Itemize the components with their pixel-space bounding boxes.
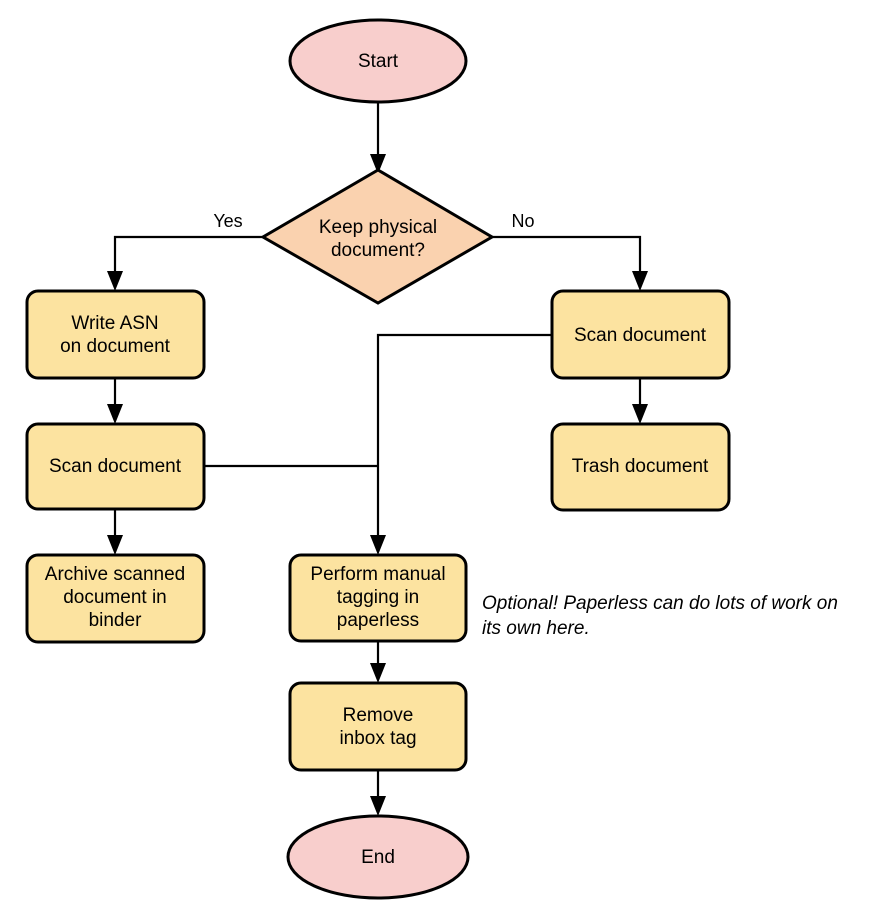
arrowhead-icon (107, 535, 123, 555)
arrowhead-icon (632, 404, 648, 424)
node-remove-inbox-tag-shape[interactable] (288, 681, 468, 772)
annotation-line1: Optional! Paperless can do lots of work … (482, 593, 838, 614)
annotation-line2: its own here. (482, 618, 590, 639)
arrowhead-icon (370, 154, 386, 174)
node-archive-label-line1: Archive scanned (45, 564, 185, 585)
node-write-asn[interactable]: Write ASN on document (25, 289, 206, 380)
node-perform-manual-tagging[interactable]: Perform manual tagging in paperless (288, 553, 468, 643)
node-decision-label-line2: document? (331, 240, 425, 261)
node-trash-document[interactable]: Trash document (550, 422, 731, 512)
edge-line (492, 235, 642, 279)
node-write-asn-label-line2: on document (60, 336, 171, 357)
node-archive-scanned-document[interactable]: Archive scanned document in binder (25, 553, 206, 644)
edge-line (376, 333, 552, 543)
edge-label-no: No (511, 211, 534, 231)
node-start-shape[interactable] (288, 18, 468, 104)
edge-scan-left-to-archive (107, 509, 123, 555)
edge-label-yes: Yes (213, 211, 242, 231)
node-trash-document-shape[interactable] (550, 422, 731, 512)
node-write-asn-shape[interactable] (25, 289, 206, 380)
node-trash-document-label: Trash document (572, 456, 709, 477)
node-archive-scanned-document-shape[interactable] (25, 553, 206, 644)
node-remove-inbox-tag[interactable]: Remove inbox tag (288, 681, 468, 772)
node-end[interactable]: End (286, 814, 470, 900)
node-tagging-label-line1: Perform manual (310, 564, 445, 585)
node-decision-shape[interactable] (260, 168, 495, 305)
node-decision-label-line1: Keep physical (319, 217, 437, 238)
node-scan-document-left-label: Scan document (49, 456, 182, 477)
edge-scan-right-to-tagging (370, 333, 552, 555)
edge-remove-inbox-to-end (370, 770, 386, 816)
arrowhead-icon (107, 271, 123, 291)
edge-decision-no-to-scan-right (492, 235, 648, 291)
edge-tagging-to-remove-inbox (370, 641, 386, 683)
node-tagging-label-line3: paperless (337, 610, 419, 631)
node-perform-manual-tagging-shape[interactable] (288, 553, 468, 643)
arrowhead-icon (107, 404, 123, 424)
edge-start-to-decision (370, 101, 386, 174)
arrowhead-icon (370, 535, 386, 555)
annotation-note: Optional! Paperless can do lots of work … (482, 593, 838, 639)
arrowhead-icon (370, 663, 386, 683)
node-end-shape[interactable] (286, 814, 470, 900)
node-scan-document-left-shape[interactable] (25, 422, 206, 511)
edge-line (113, 235, 263, 279)
arrowhead-icon (370, 796, 386, 816)
node-scan-document-right[interactable]: Scan document (550, 289, 731, 380)
node-archive-label-line3: binder (89, 610, 142, 631)
node-remove-inbox-label-line1: Remove (343, 705, 414, 726)
node-end-label: End (361, 847, 395, 868)
node-remove-inbox-label-line2: inbox tag (339, 728, 416, 749)
node-tagging-label-line2: tagging in (337, 587, 419, 608)
node-decision-keep-physical-document[interactable]: Keep physical document? (260, 168, 495, 305)
node-write-asn-label-line1: Write ASN (71, 313, 158, 334)
node-scan-document-right-shape[interactable] (550, 289, 731, 380)
edge-decision-yes-to-write-asn (107, 235, 263, 291)
node-scan-document-left[interactable]: Scan document (25, 422, 206, 511)
arrowhead-icon (632, 271, 648, 291)
edge-write-asn-to-scan-left (107, 378, 123, 424)
node-scan-document-right-label: Scan document (574, 325, 707, 346)
node-start-label: Start (358, 51, 399, 72)
node-start[interactable]: Start (288, 18, 468, 104)
edge-scan-right-to-trash (632, 378, 648, 424)
node-archive-label-line2: document in (63, 587, 167, 608)
